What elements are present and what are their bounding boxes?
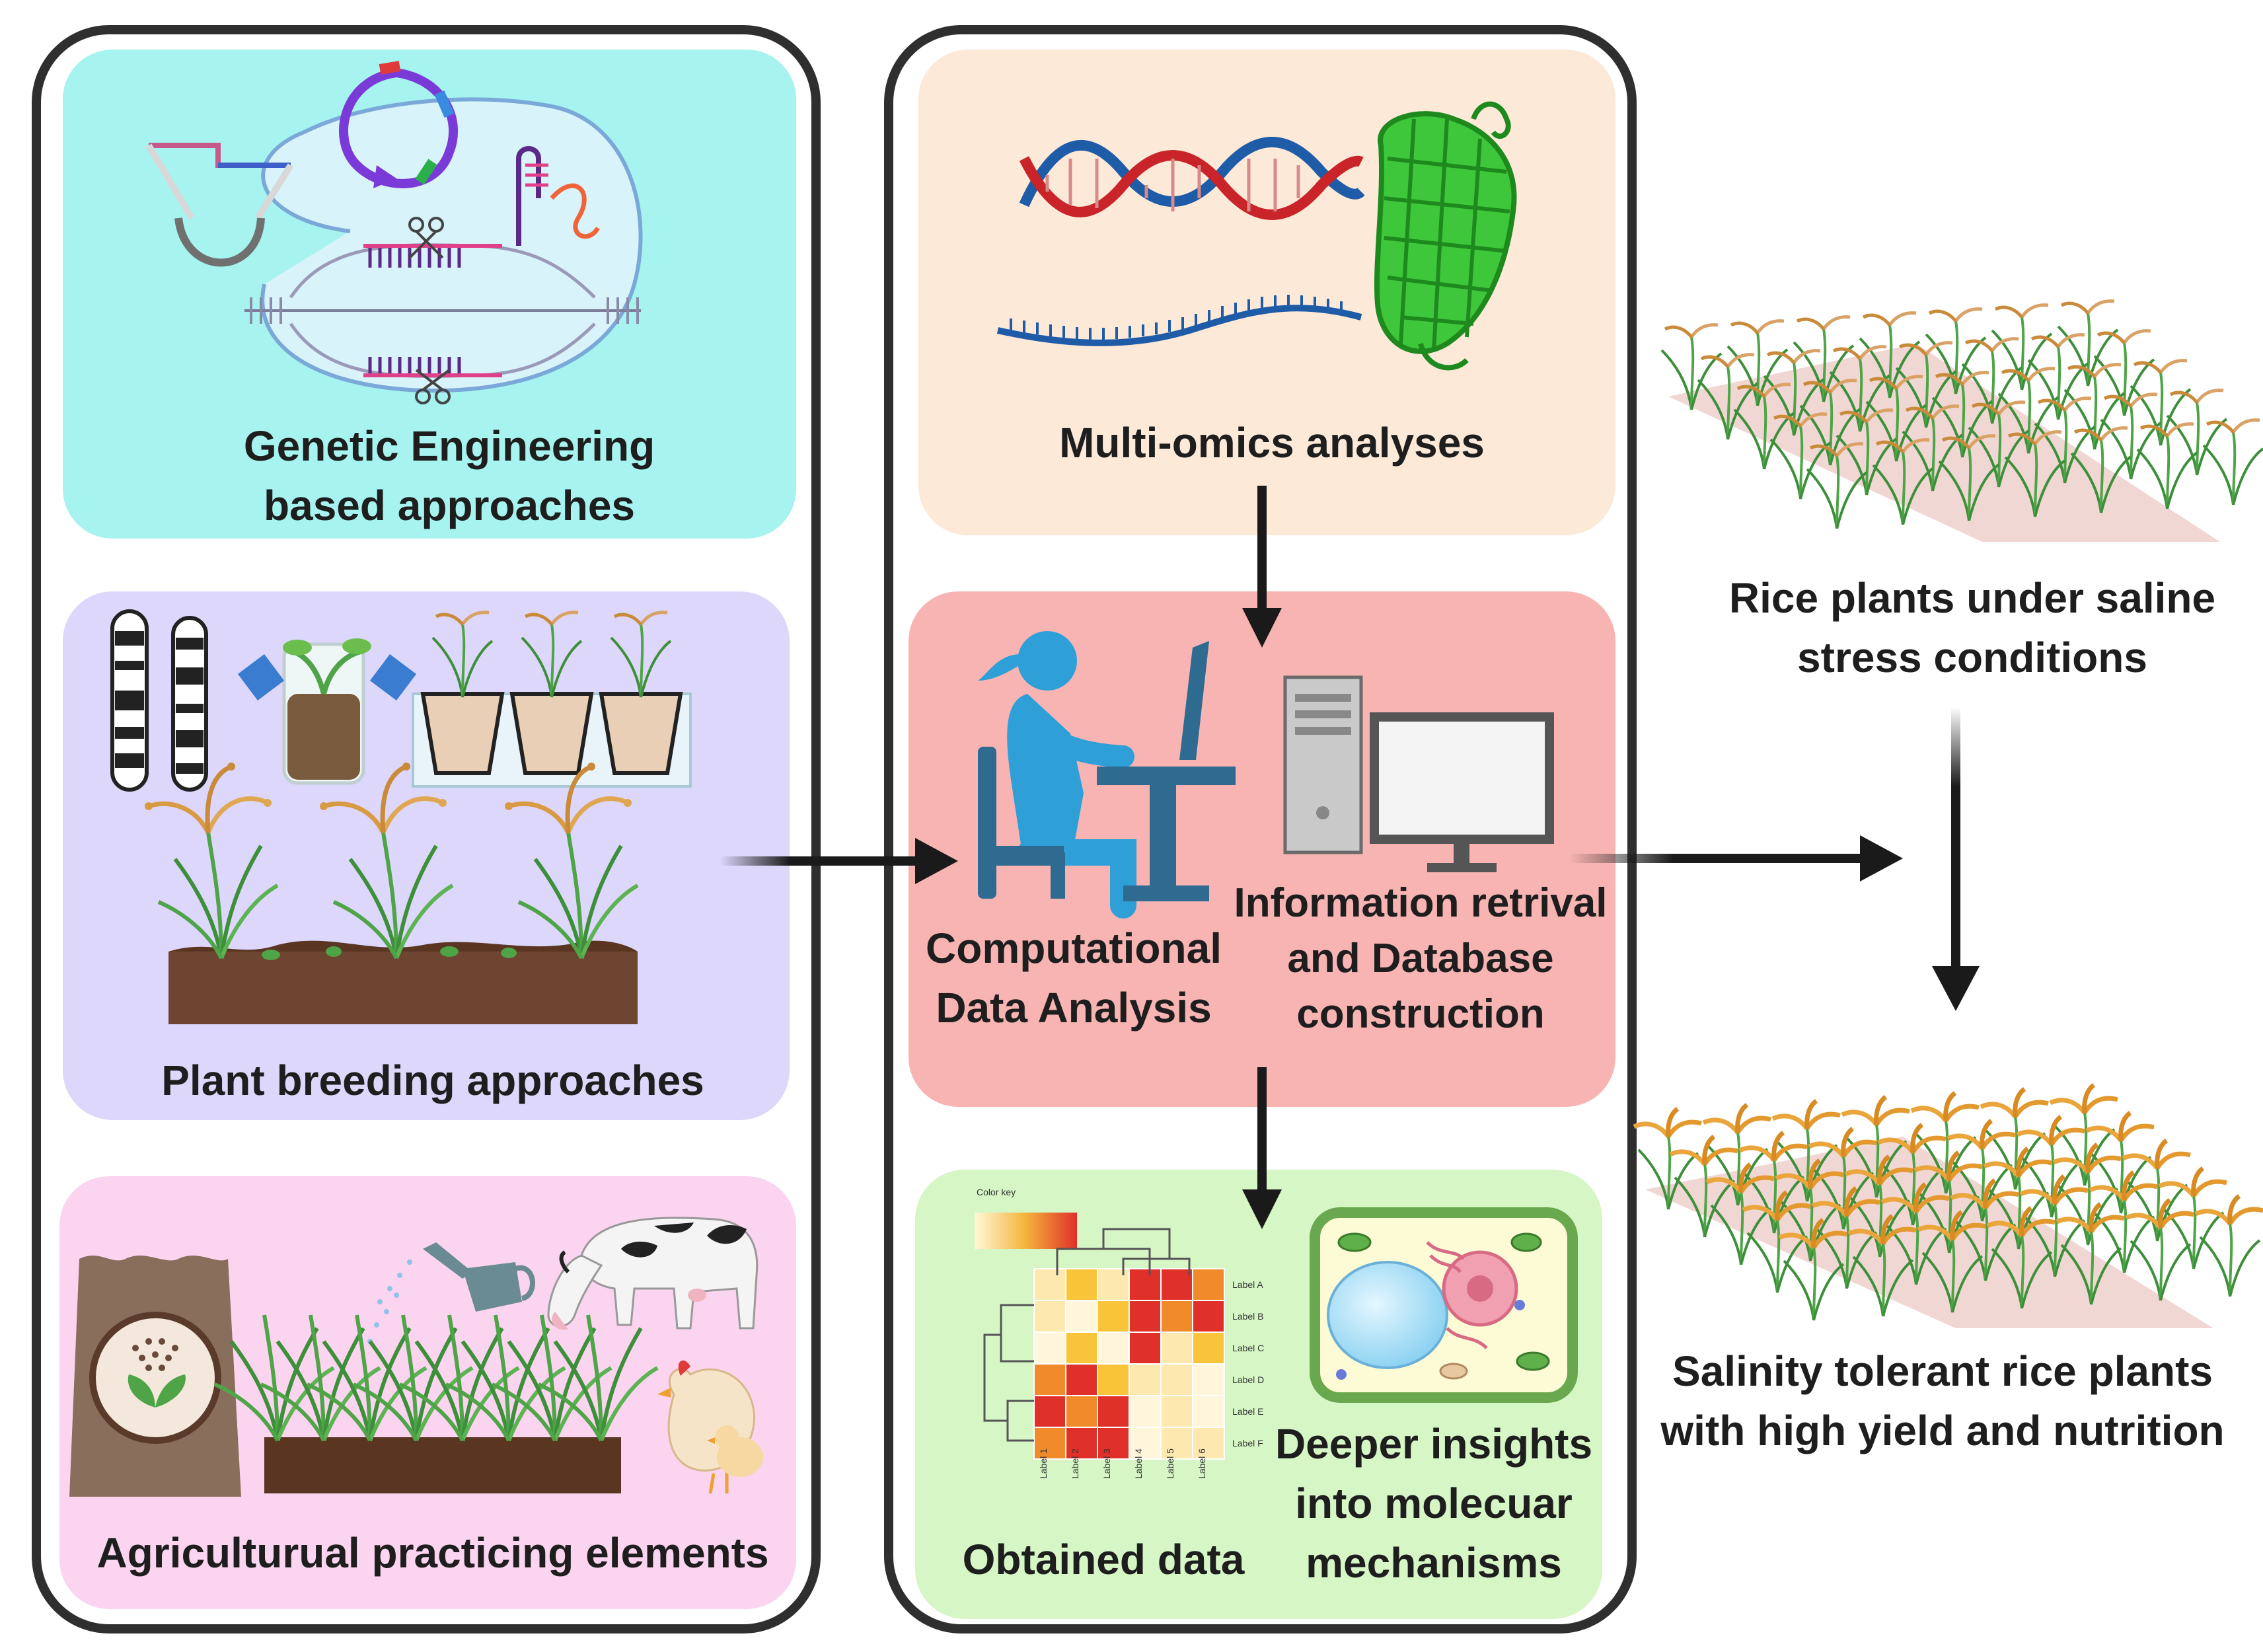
- heatmap-col-label: Label 5: [1165, 1448, 1175, 1479]
- heatmap-cell: [1033, 1427, 1066, 1460]
- desktop-computer-icon: [1283, 675, 1554, 872]
- saline-rice-field-icon: [1662, 301, 2263, 542]
- heatmap-cell: [1192, 1395, 1225, 1428]
- heatmap-cell: [1065, 1427, 1098, 1460]
- chromosome-icon: [110, 609, 208, 792]
- rice-field-icon: [145, 763, 638, 1024]
- heatmap-cell: [1129, 1268, 1162, 1301]
- heatmap-row-label: Label B: [1232, 1311, 1264, 1322]
- computational-analysis-label: Computational Data Analysis: [926, 924, 1222, 1032]
- heatmap-cell: [1065, 1363, 1098, 1396]
- heatmap-row-label: Label A: [1232, 1279, 1263, 1290]
- fertilizer-bag-icon: [69, 1256, 241, 1497]
- genetic-engineering-label: Genetic Engineering based approaches: [243, 422, 655, 529]
- watering-can-icon: [367, 1242, 535, 1344]
- heatmap-col-label: Label 2: [1070, 1448, 1080, 1479]
- plant-cell-icon: [1310, 1207, 1578, 1403]
- heatmap-cell: [1033, 1332, 1066, 1365]
- heatmap-cell: [1160, 1268, 1193, 1301]
- seedling-tray-icon: [215, 1315, 657, 1493]
- heatmap-row-label: Label E: [1232, 1406, 1264, 1417]
- heatmap-cell: [1129, 1332, 1162, 1365]
- heatmap-cell: [1097, 1395, 1130, 1428]
- heatmap-col-label: Label 6: [1197, 1448, 1207, 1479]
- saline-stress-label: Rice plants under saline stress conditio…: [1728, 574, 2216, 681]
- heatmap-cell: [1129, 1395, 1162, 1428]
- heatmap-cell: [1033, 1395, 1066, 1428]
- person-at-computer-icon: [978, 631, 1236, 919]
- heatmap-cell: [1033, 1268, 1066, 1301]
- heatmap-cell: [1097, 1427, 1130, 1460]
- arrow-left-to-middle: [720, 838, 958, 884]
- heatmap-cell: [1129, 1300, 1162, 1333]
- heatmap-cell: [1097, 1332, 1130, 1365]
- deeper-insights-label: Deeper insights into molecuar mechanisms: [1275, 1420, 1593, 1587]
- heatmap-cell: [1129, 1363, 1162, 1396]
- heatmap-row-label: Label C: [1232, 1343, 1265, 1353]
- heatmap-cell: [1097, 1363, 1130, 1396]
- tissue-culture-icon: [238, 638, 416, 785]
- heatmap-cell: [1192, 1363, 1225, 1396]
- arrow-middle-to-right: [1569, 835, 1903, 882]
- heatmap-cell: [1065, 1300, 1098, 1333]
- heatmap-row-label: Label D: [1232, 1374, 1265, 1385]
- heatmap-cell: [1160, 1363, 1193, 1396]
- heatmap-cell: [1192, 1268, 1225, 1301]
- heatmap-cell: [1192, 1332, 1225, 1365]
- heatmap-col-label: Label 4: [1133, 1448, 1144, 1479]
- agricultural-elements-label: Agriculturual practicing elements: [96, 1529, 769, 1577]
- cow-icon: [547, 1217, 759, 1330]
- heatmap-grid: [1033, 1268, 1225, 1460]
- crispr-illustration-icon: [145, 61, 643, 404]
- protein-structure-icon: [1374, 101, 1517, 371]
- dna-helix-icon: [1019, 137, 1365, 220]
- tolerant-rice-field-icon: [1634, 1085, 2263, 1328]
- multi-omics-label: Multi-omics analyses: [1059, 419, 1485, 467]
- heatmap-cell: [1192, 1427, 1225, 1460]
- heatmap-row-label: Label F: [1232, 1438, 1263, 1448]
- heatmap-cell: [1097, 1300, 1130, 1333]
- heatmap-icon: [975, 1213, 1225, 1460]
- rna-strand-icon: [996, 295, 1362, 346]
- heatmap-cell: [1160, 1332, 1193, 1365]
- heatmap-col-label: Label 1: [1038, 1448, 1049, 1479]
- heatmap-cell: [1065, 1268, 1098, 1301]
- rice-plant: [1779, 1220, 1847, 1320]
- heatmap-cell: [1192, 1300, 1225, 1333]
- heatmap-col-label: Label 3: [1101, 1448, 1112, 1479]
- heatmap-cell: [1160, 1300, 1193, 1333]
- rice-plant: [2196, 1196, 2263, 1296]
- obtained-data-label: Obtained data: [962, 1536, 1245, 1583]
- potted-seedlings-icon: [412, 613, 692, 788]
- heatmap-cell: [1160, 1395, 1193, 1428]
- chicken-icon: [657, 1360, 763, 1494]
- heatmap-cell: [1065, 1332, 1098, 1365]
- heatmap-cell: [1097, 1268, 1130, 1301]
- heatmap-cell: [1065, 1395, 1098, 1428]
- heatmap-cell: [1033, 1300, 1066, 1333]
- arrow-saline-to-tolerant: [1932, 707, 1980, 1011]
- arrow-computational-to-obtained: [1242, 1067, 1282, 1229]
- heatmap-cell: [1160, 1427, 1193, 1460]
- color-key-label: Color key: [977, 1187, 1016, 1197]
- arrow-omics-to-computational: [1242, 486, 1282, 648]
- heatmap-cell: [1033, 1363, 1066, 1396]
- plant-breeding-label: Plant breeding approaches: [161, 1057, 704, 1104]
- salinity-tolerant-label: Salinity tolerant rice plants with high …: [1660, 1347, 2225, 1454]
- information-retrieval-label: Information retrival and Database constr…: [1234, 880, 1608, 1037]
